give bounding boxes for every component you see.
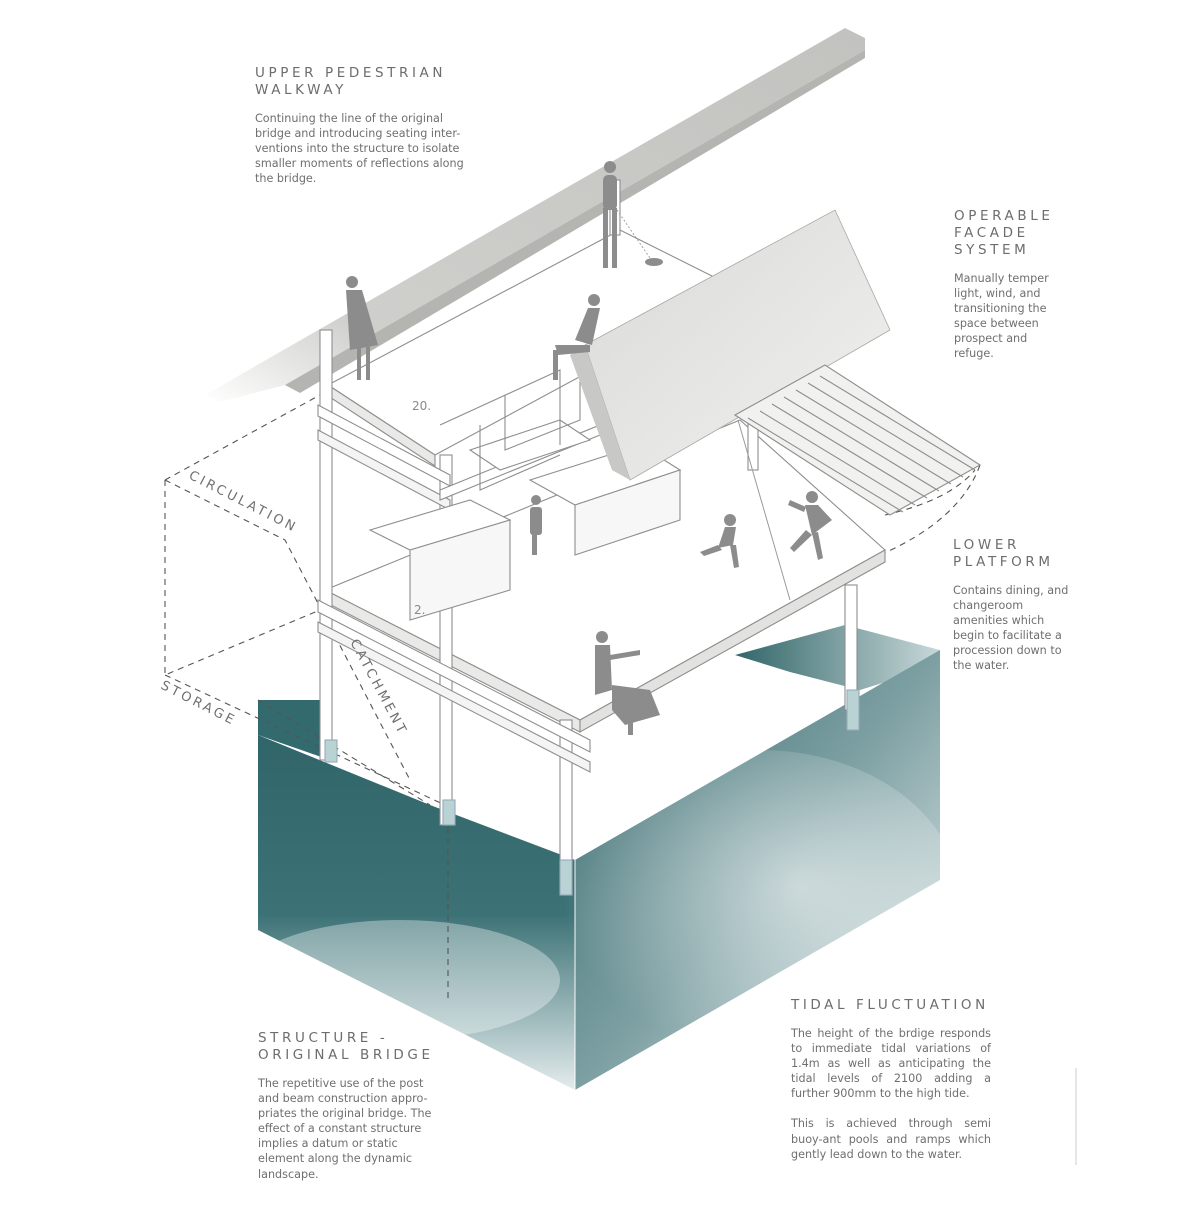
original-bridge-beam [205, 28, 865, 402]
upper-walkway-annotation: UPPER PEDESTRIAN WALKWAY Continuing the … [255, 65, 470, 201]
figure-seated-lower [530, 495, 542, 555]
tidal-fluctuation-description: The height of the brdige responds to imm… [791, 1027, 991, 1161]
figure-seated-upper [553, 294, 600, 380]
figure-running-2 [788, 491, 832, 560]
water-mist [560, 750, 960, 1050]
water-volume [240, 625, 960, 1090]
structure-description: The repetitive use of the post and beam … [258, 1077, 432, 1181]
operable-facade [570, 209, 982, 601]
operable-facade-description: Manually temper light, wind, and transit… [954, 272, 1049, 361]
figure-standing-on-bridge [346, 276, 378, 380]
water-top-right-strip [735, 625, 940, 690]
water-left-face [258, 700, 575, 1090]
structure-title: STRUCTURE - ORIGINAL BRIDGE [258, 1030, 434, 1063]
upper-walkway-title: UPPER PEDESTRIAN WALKWAY [255, 65, 447, 98]
lower-platform-title: LOWER PLATFORM [953, 537, 1054, 570]
lower-level-marker: 2. [414, 603, 425, 617]
upper-level-marker: 20. [412, 399, 431, 413]
human-figures [346, 161, 832, 735]
figure-seated-edge [595, 631, 660, 735]
operable-facade-title: OPERABLE FACADE SYSTEM [954, 208, 1054, 258]
figure-walking-dog [603, 161, 663, 268]
upper-walkway-description: Continuing the line of the original brid… [255, 112, 464, 186]
lower-platform-description: Contains dining, and changeroom amenitie… [953, 584, 1069, 673]
water-top-left-strip [258, 700, 330, 760]
water-mist-2 [240, 920, 560, 1040]
louvre-screen [733, 364, 982, 516]
structure-annotation: STRUCTURE - ORIGINAL BRIDGE The repetiti… [258, 1030, 438, 1197]
operable-facade-annotation: OPERABLE FACADE SYSTEM Manually temper l… [954, 208, 1064, 377]
figure-running-1 [700, 514, 739, 568]
tidal-fluctuation-title: TIDAL FLUCTUATION [791, 997, 989, 1013]
tidal-fluctuation-annotation: TIDAL FLUCTUATION The height of the brdi… [791, 997, 991, 1177]
lower-platform-annotation: LOWER PLATFORM Contains dining, and chan… [953, 537, 1073, 689]
circulation-label: CIRCULATION [186, 468, 300, 536]
post-and-beam-structure [317, 179, 886, 896]
